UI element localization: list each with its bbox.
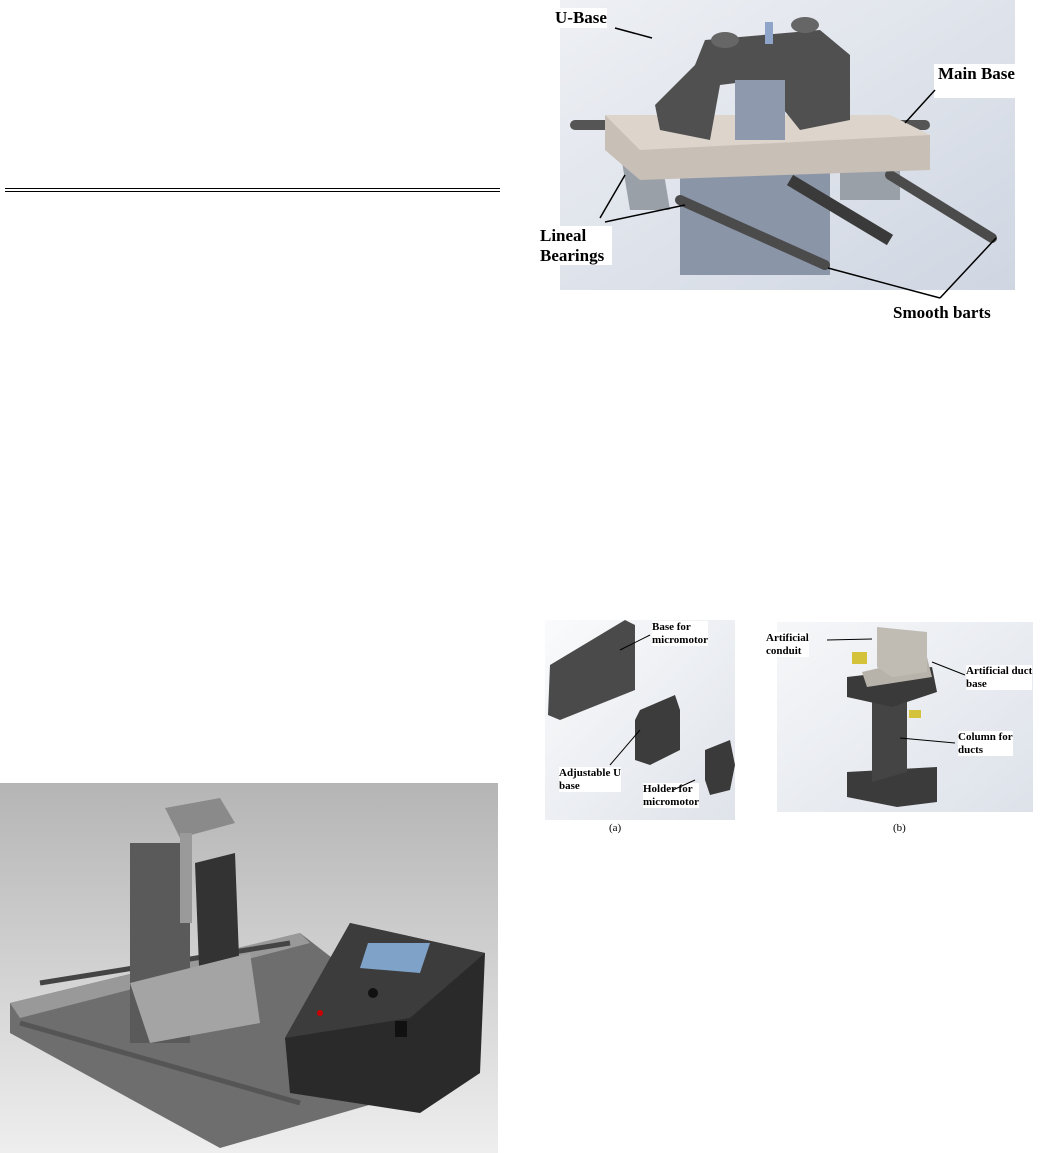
- label-main-base: Main Base: [934, 64, 1019, 98]
- callout-arrows: [599, 27, 997, 299]
- caption-b: (b): [893, 822, 906, 834]
- label-artificial-duct-base: Artificial duct base: [966, 665, 1033, 691]
- label-base-micromotor: Base for micromotor: [652, 621, 708, 647]
- double-rule-top: [5, 188, 500, 189]
- double-rule-bottom: [5, 191, 500, 192]
- label-column-ducts: Column for ducts: [958, 731, 1013, 757]
- caption-a: (a): [609, 822, 622, 834]
- label-lineal-bearings: Lineal Bearings: [540, 226, 613, 266]
- label-adjustable-u-base: Adjustable U base: [559, 767, 622, 793]
- callout-arrows-parts: [609, 634, 966, 791]
- label-artificial-conduit: Artificial conduit: [766, 632, 809, 658]
- label-smooth-bars: Smooth barts: [893, 303, 991, 323]
- device-render: [0, 783, 498, 1153]
- carriage-render: [560, 0, 1015, 290]
- duct-column-render: [777, 622, 1033, 812]
- label-holder-micromotor: Holder for micromotor: [643, 783, 699, 809]
- label-u-base: U-Base: [555, 8, 607, 28]
- micromotor-parts-render: [545, 620, 735, 820]
